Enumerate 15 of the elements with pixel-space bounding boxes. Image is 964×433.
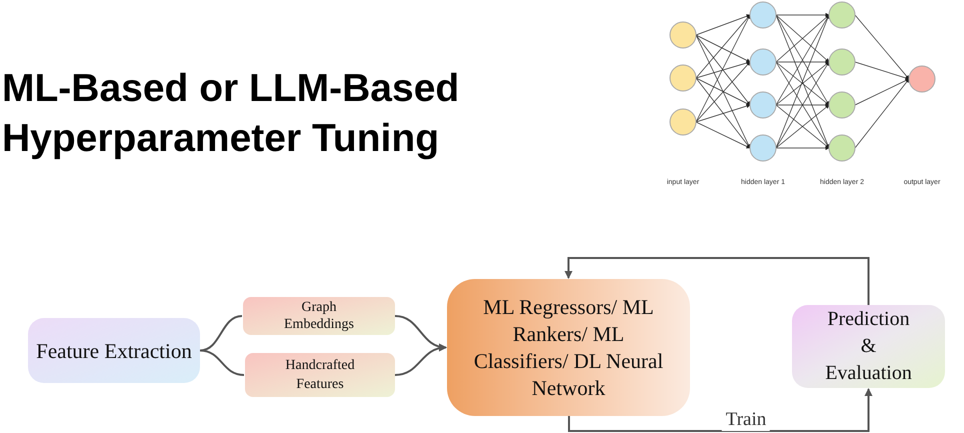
process-box [792,305,945,388]
process-box [243,297,395,335]
box-text: Feature Extraction [36,338,192,364]
box-text: Prediction & Evaluation [824,307,913,386]
process-box [245,353,395,397]
edge-label: Train [722,409,770,431]
connector-arrow [564,257,870,305]
box-text: ML Regressors/ ML Rankers/ ML Classifiers/ DL Neural Network [472,294,664,402]
connector-arrow [394,344,447,376]
box-text: Handcrafted Features [284,357,356,394]
connector-arrow [568,388,872,432]
title: ML-Based or LLM-Based Hyperparameter Tuning [2,66,460,162]
process-box [28,318,200,383]
process-box [447,279,690,416]
box-text: Graph Embeddings [283,299,355,333]
